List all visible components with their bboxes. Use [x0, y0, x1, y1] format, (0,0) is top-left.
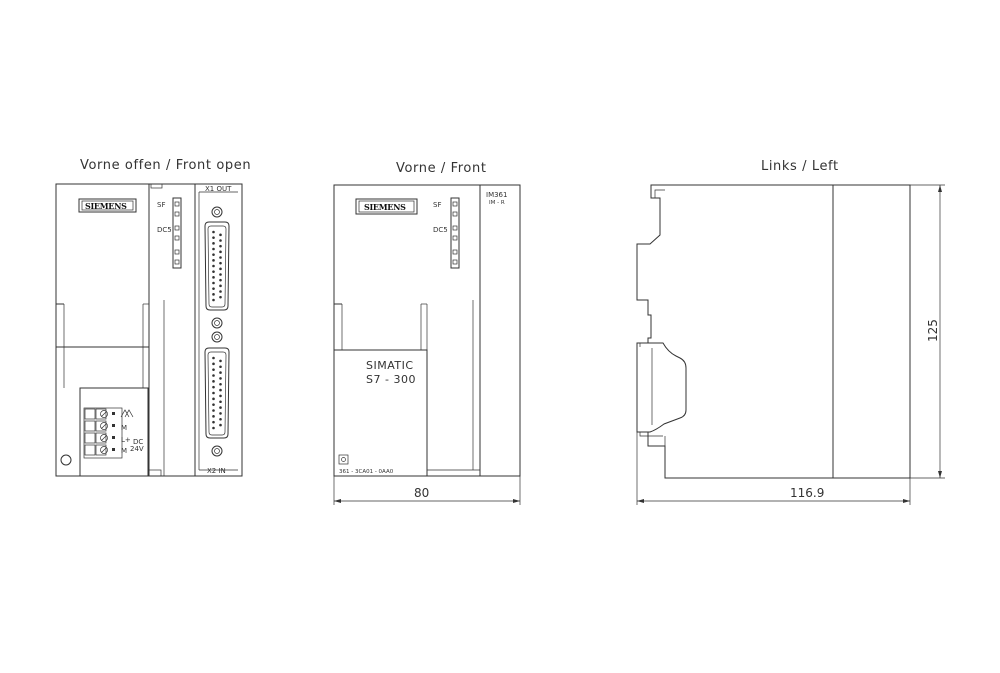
x2-in-label: X2 IN: [207, 467, 226, 475]
connector-pin: [212, 298, 215, 302]
front-led-dc5-label: DC5: [433, 226, 448, 234]
connector-pin: [212, 270, 215, 273]
connector-pin: [212, 230, 215, 234]
led-sf-label: SF: [157, 201, 165, 209]
x1-out-label: X1 OUT: [205, 185, 232, 193]
led-dc5-label: DC5: [157, 226, 172, 234]
connector-pin: [219, 371, 222, 374]
depth-dimension: 116.9: [636, 432, 911, 505]
simatic-label: SIMATIC: [366, 359, 414, 372]
connector-pin: [219, 295, 222, 299]
connector-pin: [219, 290, 222, 293]
depth-dimension-value: 116.9: [790, 486, 824, 500]
brand-plate: [78, 198, 137, 213]
front-open-view: Vorne offen / Front open SIEMENS SF DC5: [55, 158, 251, 477]
connector-pin: [212, 397, 215, 401]
supply-24v-label: 24V: [130, 445, 144, 453]
supply-dc-label: DC: [133, 438, 143, 446]
connector-pin: [219, 284, 222, 288]
connector-pin: [212, 281, 215, 285]
connector-pin: [212, 426, 215, 430]
connector-pin: [219, 377, 222, 380]
left-title: Links / Left: [761, 159, 839, 174]
connector-pin: [212, 385, 215, 389]
connector-pin: [212, 415, 215, 418]
connector-pin: [219, 239, 222, 242]
connector-pin: [212, 293, 215, 296]
front-led-column: [450, 197, 460, 269]
model-sub-label: IM - R: [489, 200, 505, 206]
connector-pin: [219, 394, 222, 398]
front-cover-panel: [333, 349, 428, 477]
connector-pin: [212, 259, 215, 262]
connector-pin: [219, 382, 222, 386]
connector-pin: [219, 256, 222, 259]
connector-pin: [212, 420, 215, 424]
connector-pin: [219, 250, 222, 254]
connector-pin: [219, 406, 222, 409]
brand-logo: SIEMENS: [85, 201, 127, 211]
connector-pin: [212, 380, 215, 383]
led-column: [172, 197, 182, 269]
connector-pin: [219, 388, 222, 392]
height-dimension-value: 125: [926, 319, 940, 342]
connector-pin: [212, 264, 215, 268]
connector-pin: [219, 244, 222, 248]
connector-pin: [219, 417, 222, 421]
width-dimension-value: 80: [414, 486, 429, 500]
left-housing-outline: [636, 184, 911, 479]
connector-pin: [212, 403, 215, 406]
connector-x2-pins: [212, 356, 222, 430]
connector-pin: [212, 287, 215, 290]
connector-pin: [212, 409, 215, 412]
connector-x1-pins: [212, 230, 222, 302]
s7-label: S7 - 300: [366, 373, 416, 386]
connector-pin: [219, 412, 222, 415]
connector-pin: [212, 356, 215, 360]
connector-pin: [212, 276, 215, 279]
front-title: Vorne / Front: [396, 161, 487, 176]
width-dimension: 80: [333, 476, 521, 505]
front-brand-plate: [355, 198, 418, 215]
connector-pin: [219, 359, 222, 363]
left-view: Links / Left 125: [636, 159, 945, 505]
connector-pin: [212, 368, 215, 371]
connector-pin: [219, 400, 222, 404]
front-brand-logo: SIEMENS: [364, 202, 406, 212]
connector-pin: [212, 253, 215, 256]
connector-x2: [204, 331, 230, 457]
connector-pin: [212, 362, 215, 366]
connector-pin: [219, 273, 222, 276]
height-dimension: 125: [910, 184, 945, 479]
order-number: 361 - 3CA01 - 0AA0: [339, 469, 394, 475]
connector-pin: [219, 267, 222, 271]
terminal-lplus-label: L+: [121, 436, 131, 444]
power-terminal-block: M L+ M DC 24V: [79, 387, 149, 477]
connector-pin: [219, 278, 222, 282]
connector-pin: [212, 374, 215, 377]
connector-pin: [212, 242, 215, 245]
terminal-m2-label: M: [121, 447, 127, 455]
front-led-sf-label: SF: [433, 201, 441, 209]
connector-pin: [212, 391, 215, 395]
connector-pin: [212, 236, 215, 239]
connector-pin: [219, 365, 222, 369]
connector-x1: [204, 206, 230, 329]
terminal-m1-label: M: [121, 424, 127, 432]
bus-connector: [639, 342, 687, 437]
front-view: Vorne / Front SIEMENS SF DC5 IM361 IM - …: [333, 161, 521, 505]
connector-pin: [219, 261, 222, 265]
connector-pin: [219, 423, 222, 427]
front-open-title: Vorne offen / Front open: [80, 158, 251, 173]
connector-pin: [212, 247, 215, 251]
front-screw: [338, 454, 349, 465]
model-label: IM361: [486, 191, 507, 199]
ground-icon: [120, 409, 134, 418]
mounting-hole: [60, 454, 72, 466]
connector-pin: [219, 233, 222, 237]
